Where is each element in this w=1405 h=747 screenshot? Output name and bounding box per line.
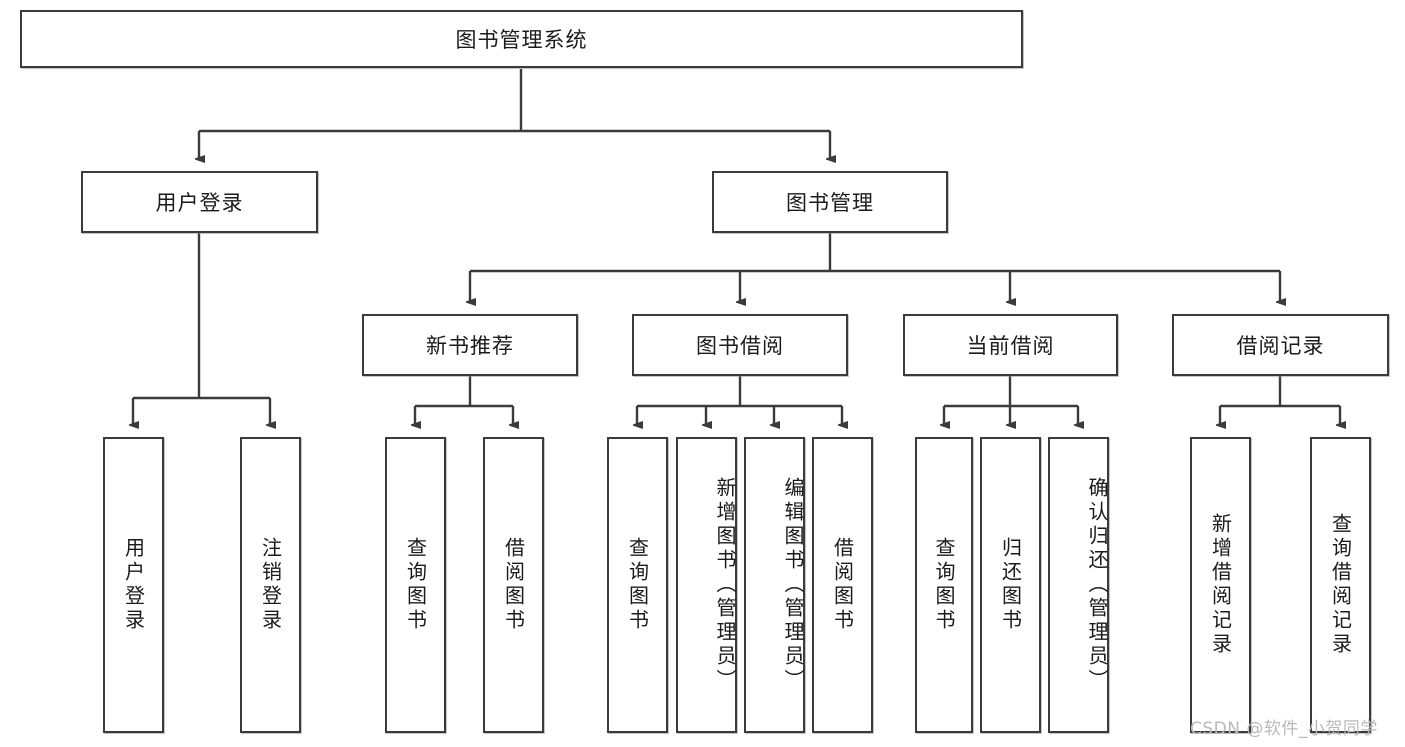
node-current-borrow[interactable]: 当前借阅: [903, 314, 1118, 376]
node-book-management[interactable]: 图书管理: [712, 171, 948, 233]
leaf-query-book-current[interactable]: 查询图书: [915, 437, 973, 733]
csdn-watermark: CSDN @软件_小贺同学: [1190, 719, 1378, 739]
node-label: 查询借阅记录: [1328, 513, 1353, 657]
node-root-book-management-system[interactable]: 图书管理系统: [20, 10, 1023, 68]
leaf-edit-book-admin[interactable]: 编辑图书（管理员）: [744, 437, 805, 733]
node-label: 借阅记录: [1236, 334, 1325, 358]
node-book-borrow[interactable]: 图书借阅: [632, 314, 848, 376]
leaf-logout-login[interactable]: 注销登录: [240, 437, 301, 733]
node-label: 当前借阅: [966, 334, 1055, 358]
node-label: 查询图书: [932, 537, 956, 633]
leaf-borrow-book-recommend[interactable]: 借阅图书: [483, 437, 544, 733]
node-label: 新书推荐: [426, 334, 514, 358]
leaf-add-book-admin[interactable]: 新增图书（管理员）: [676, 437, 737, 733]
node-label: 注销登录: [258, 537, 283, 633]
node-borrow-record[interactable]: 借阅记录: [1172, 314, 1389, 376]
node-label: 新增借阅记录: [1208, 513, 1233, 657]
node-label: 确认归还（管理员）: [1085, 477, 1109, 693]
node-new-book-recommend[interactable]: 新书推荐: [362, 314, 578, 376]
node-label: 图书管理: [786, 191, 874, 215]
leaf-query-book-borrow[interactable]: 查询图书: [607, 437, 668, 733]
node-user-login[interactable]: 用户登录: [81, 171, 318, 233]
node-label: 查询图书: [403, 537, 428, 633]
node-label: 借阅图书: [830, 537, 855, 633]
node-label: 图书管理系统: [455, 28, 588, 52]
node-label: 新增图书（管理员）: [713, 477, 737, 693]
node-label: 用户登录: [121, 537, 146, 633]
leaf-add-borrow-record[interactable]: 新增借阅记录: [1190, 437, 1251, 733]
node-label: 用户登录: [155, 191, 244, 215]
node-label: 借阅图书: [501, 537, 526, 633]
leaf-return-book[interactable]: 归还图书: [980, 437, 1041, 733]
node-label: 编辑图书（管理员）: [781, 477, 805, 693]
node-label: 图书借阅: [696, 334, 784, 358]
leaf-confirm-return-admin[interactable]: 确认归还（管理员）: [1048, 437, 1109, 733]
leaf-query-book-recommend[interactable]: 查询图书: [385, 437, 446, 733]
node-label: 归还图书: [998, 537, 1023, 633]
node-label: 查询图书: [625, 537, 650, 633]
leaf-user-login[interactable]: 用户登录: [103, 437, 164, 733]
leaf-borrow-book[interactable]: 借阅图书: [812, 437, 873, 733]
leaf-query-borrow-record[interactable]: 查询借阅记录: [1310, 437, 1371, 733]
